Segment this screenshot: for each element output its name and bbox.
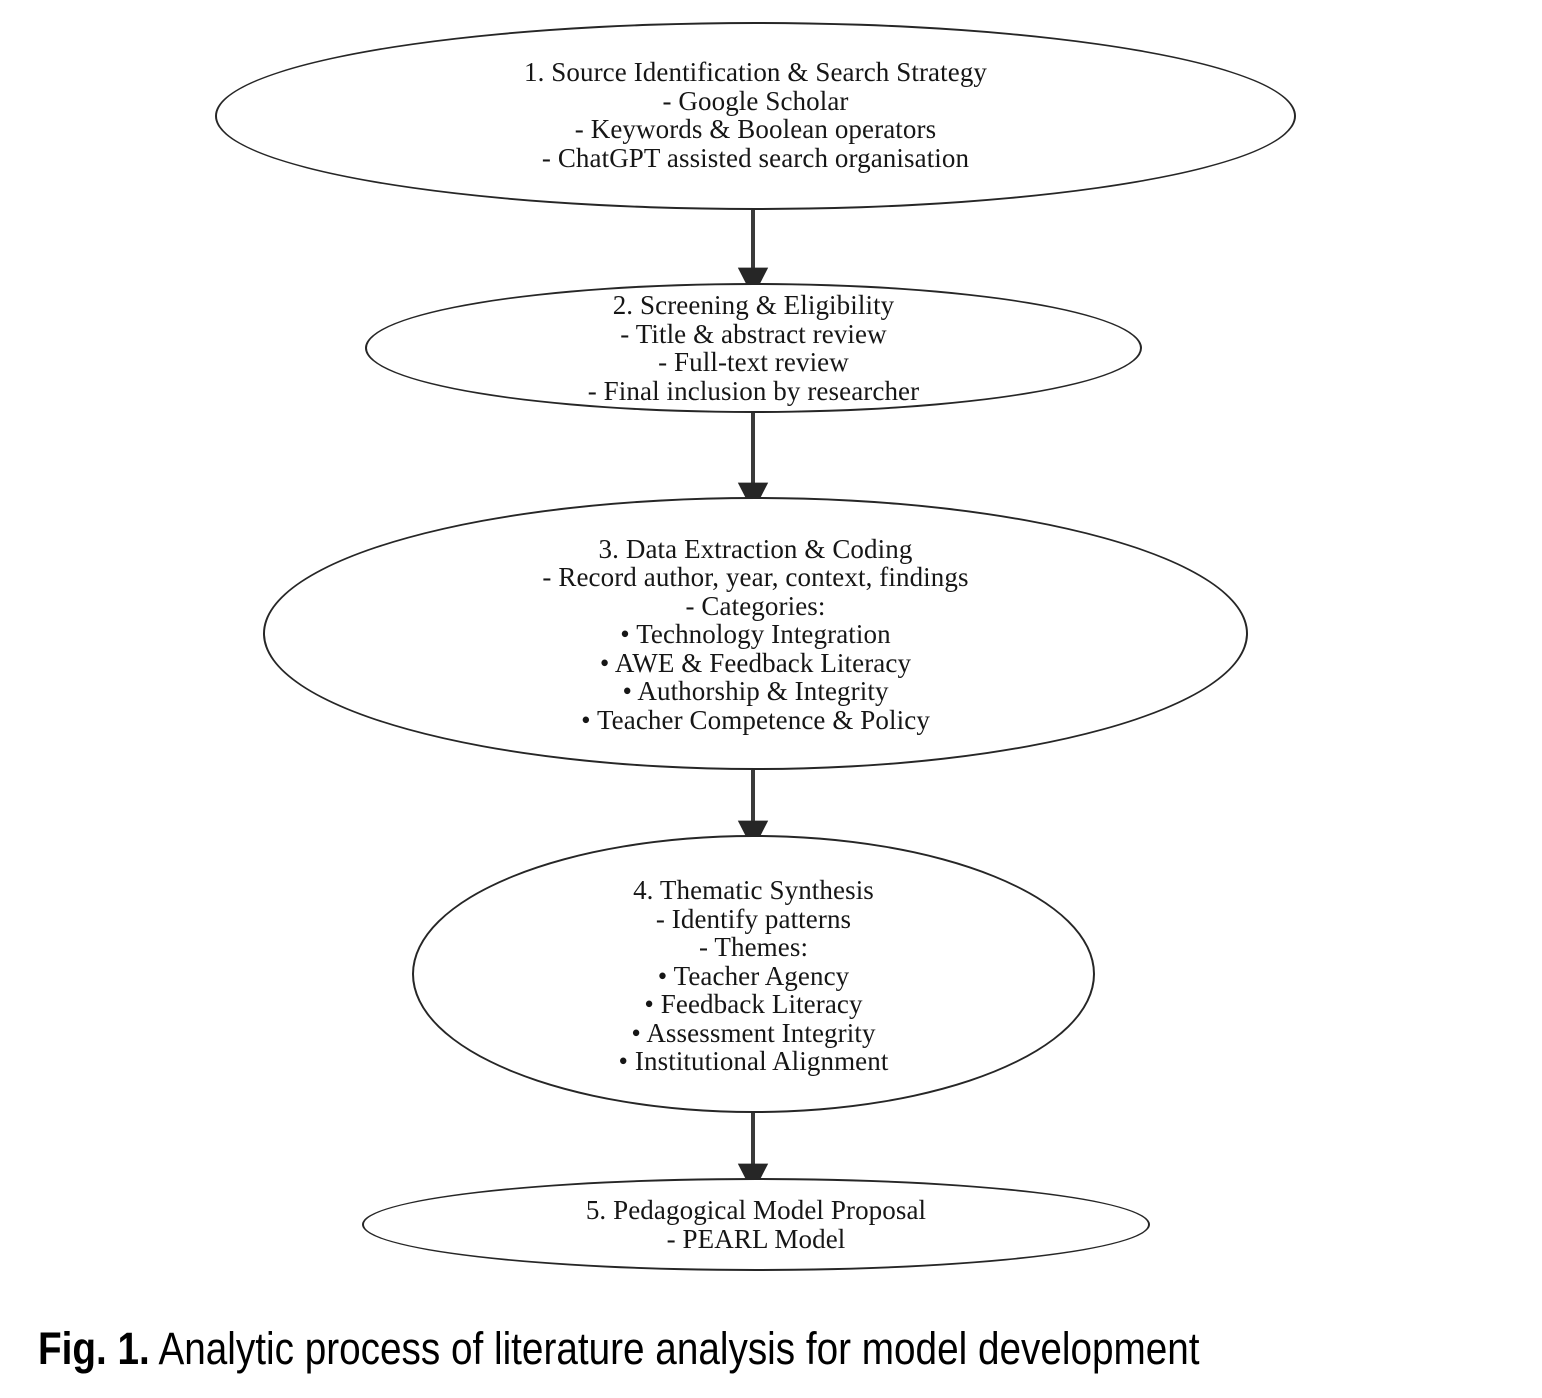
caption-description	[150, 1323, 159, 1374]
node-heading: 2. Screening & Eligibility	[612, 290, 895, 320]
node-bullet-item: • Feedback Literacy	[644, 989, 863, 1020]
node-item: - ChatGPT assisted search organisation	[541, 142, 970, 173]
flow-node-data-extraction-coding[interactable]: 3. Data Extraction & Coding - Record aut…	[263, 497, 1248, 770]
node-text-block: 2. Screening & Eligibility - Title & abs…	[390, 291, 1117, 405]
node-item: - Categories:	[685, 590, 826, 621]
flow-node-pedagogical-model-proposal[interactable]: 5. Pedagogical Model Proposal - PEARL Mo…	[362, 1178, 1150, 1271]
node-item: - Keywords & Boolean operators	[574, 114, 937, 144]
node-text-block: 4. Thematic Synthesis - Identify pattern…	[434, 876, 1072, 1076]
flow-node-screening-eligibility[interactable]: 2. Screening & Eligibility - Title & abs…	[365, 283, 1142, 413]
node-text-block: 5. Pedagogical Model Proposal - PEARL Mo…	[388, 1196, 1125, 1253]
caption-description-text: Analytic process of literature analysis …	[158, 1323, 1200, 1374]
caption-figure-number: Fig. 1.	[38, 1323, 150, 1374]
figure-caption: Fig. 1. Analytic process of literature a…	[0, 1300, 1542, 1398]
node-bullet-item: • Teacher Competence & Policy	[581, 704, 930, 735]
node-item: - Title & abstract review	[620, 318, 887, 349]
node-heading: 4. Thematic Synthesis	[633, 875, 874, 906]
node-bullet-item: • Teacher Agency	[657, 960, 850, 991]
node-bullet-item: • AWE & Feedback Literacy	[599, 647, 912, 678]
node-text-block: 1. Source Identification & Search Strate…	[249, 58, 1261, 172]
caption-line: Fig. 1. Analytic process of literature a…	[38, 1324, 1200, 1374]
node-item: - PEARL Model	[666, 1223, 846, 1254]
node-bullet-item: • Institutional Alignment	[618, 1046, 889, 1077]
node-heading: 3. Data Extraction & Coding	[598, 533, 913, 564]
flow-node-source-identification[interactable]: 1. Source Identification & Search Strate…	[215, 22, 1296, 210]
node-bullet-item: • Technology Integration	[620, 619, 891, 650]
node-bullet-item: • Authorship & Integrity	[622, 676, 889, 707]
flow-node-thematic-synthesis[interactable]: 4. Thematic Synthesis - Identify pattern…	[412, 835, 1095, 1113]
node-item: - Identify patterns	[655, 903, 852, 934]
node-bullet-item: • Assessment Integrity	[631, 1017, 876, 1048]
node-item: - Google Scholar	[662, 85, 849, 116]
node-heading: 5. Pedagogical Model Proposal	[585, 1195, 927, 1225]
flowchart-canvas: 1. Source Identification & Search Strate…	[215, 22, 1296, 1271]
node-item: - Final inclusion by researcher	[587, 375, 920, 406]
node-item: - Themes:	[698, 932, 809, 963]
node-item: - Record author, year, context, findings	[542, 562, 969, 593]
node-heading: 1. Source Identification & Search Strate…	[523, 57, 988, 87]
node-item: - Full-text review	[658, 347, 849, 377]
node-text-block: 3. Data Extraction & Coding - Record aut…	[294, 535, 1216, 735]
